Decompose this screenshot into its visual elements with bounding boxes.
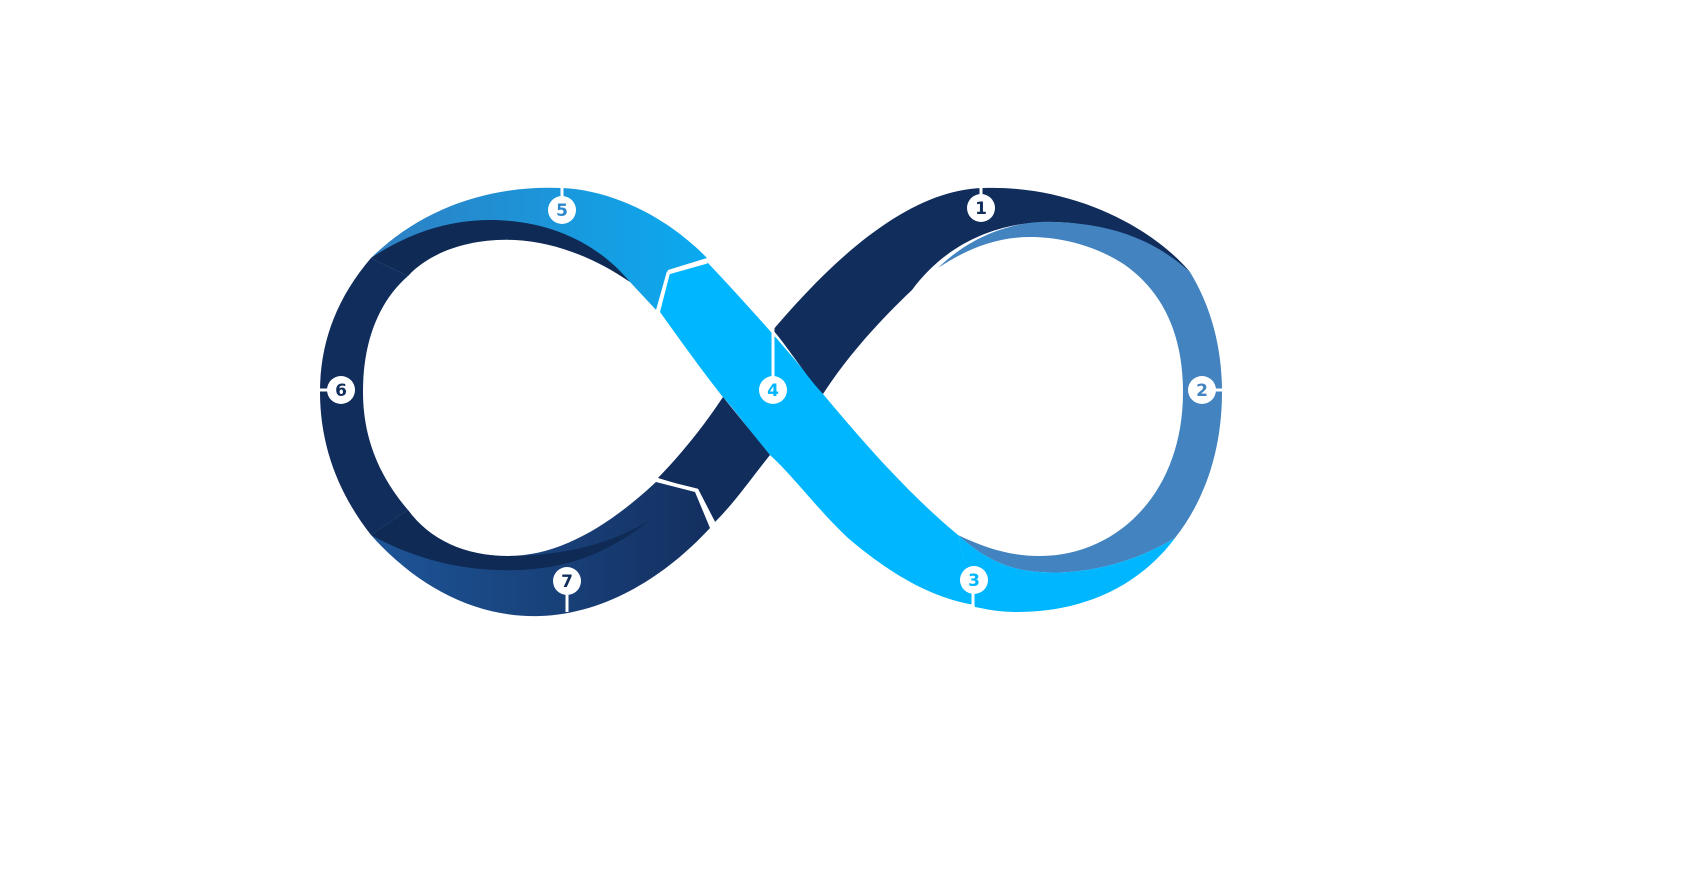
loop-segment-7-shade	[371, 510, 650, 571]
loop-segment-3	[958, 535, 1175, 612]
step-badge-5: 5	[548, 196, 576, 224]
step-badge-6-label: 6	[335, 381, 347, 401]
divider-7-crossing	[655, 478, 717, 526]
step-badge-3-label: 3	[968, 571, 980, 591]
step-badges: 1 2 3 4 5 6 7	[327, 194, 1216, 595]
loop-segment-5	[371, 187, 707, 312]
loop-segment-6	[320, 258, 408, 535]
step-badge-4: 4	[759, 376, 787, 404]
loop-segment-5-shade	[371, 220, 630, 282]
loop-segment-1	[773, 187, 1190, 394]
step-badge-6: 6	[327, 376, 355, 404]
step-badge-3: 3	[960, 566, 988, 594]
step-badge-4-label: 4	[767, 381, 779, 401]
loop-segment-4	[660, 262, 975, 605]
loop-segment-7	[371, 482, 710, 617]
step-badge-7: 7	[553, 567, 581, 595]
step-badge-1-label: 1	[975, 199, 987, 219]
loop-segment-7-crossing	[658, 397, 770, 522]
loop-segment-2	[938, 221, 1222, 573]
step-badge-5-label: 5	[556, 201, 568, 221]
step-badge-7-label: 7	[561, 572, 573, 592]
step-badge-1: 1	[967, 194, 995, 222]
step-badge-2: 2	[1188, 376, 1216, 404]
divider-5-4	[655, 260, 708, 313]
step-badge-2-label: 2	[1196, 381, 1208, 401]
